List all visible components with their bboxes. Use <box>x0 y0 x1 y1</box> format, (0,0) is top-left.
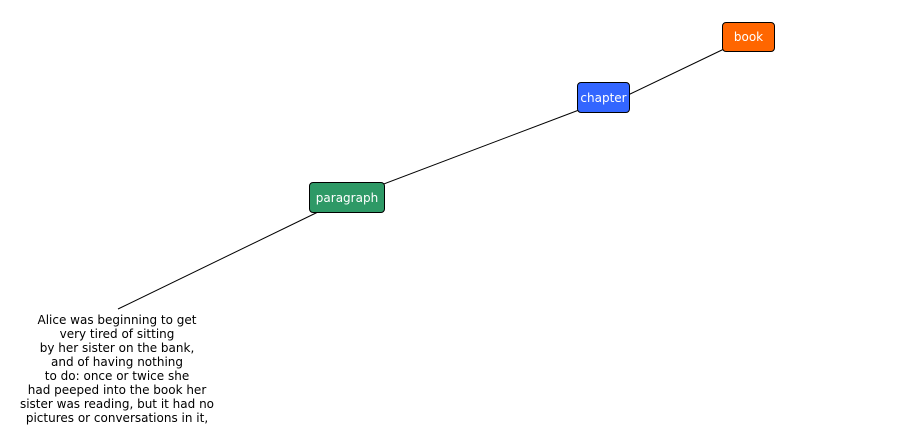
text-line: pictures or conversations in it, <box>25 411 209 425</box>
leaf-text-block: Alice was beginning to get very tired of… <box>2 313 232 425</box>
node-paragraph[interactable]: paragraph <box>309 182 385 213</box>
edge-paragraph-text <box>117 211 319 310</box>
node-book-label: book <box>733 30 764 44</box>
node-chapter-label: chapter <box>580 90 627 105</box>
text-line: Alice was beginning to get <box>37 313 197 327</box>
text-line: to do: once or twice she <box>44 369 190 383</box>
text-line: by her sister on the bank, <box>39 341 195 355</box>
text-line: and of having nothing <box>50 355 184 369</box>
text-line: very tired of sitting <box>59 327 175 341</box>
text-line: sister was reading, but it had no <box>19 397 215 411</box>
text-line: had peeped into the book her <box>27 383 207 397</box>
node-paragraph-label: paragraph <box>315 190 379 205</box>
edge-chapter-paragraph <box>380 109 580 186</box>
node-chapter[interactable]: chapter <box>577 82 630 113</box>
edge-book-chapter <box>627 48 725 96</box>
node-book[interactable]: book <box>722 22 775 52</box>
